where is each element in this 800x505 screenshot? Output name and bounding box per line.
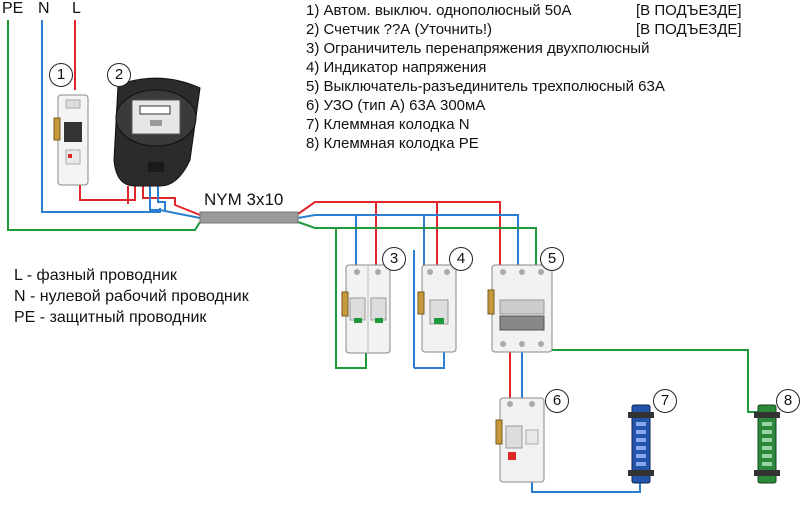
item-1-note: [В ПОДЪЕЗДЕ] xyxy=(636,2,742,19)
device-4-indicator xyxy=(417,264,457,353)
device-3-spd xyxy=(341,264,391,354)
item-2: 2) Счетчик ??А (Уточнить!) xyxy=(306,21,493,38)
l-wire-out xyxy=(297,201,501,265)
legend-n: N - нулевой рабочий проводник xyxy=(14,288,249,305)
pe-wire-out xyxy=(297,221,537,265)
item-2-note: [В ПОДЪЕЗДЕ] xyxy=(636,21,742,38)
item-8: 8) Клеммная колодка PE xyxy=(306,135,479,152)
item-4: 4) Индикатор напряжения xyxy=(306,59,487,76)
marker-2: 2 xyxy=(107,63,131,87)
legend-l: L - фазный проводник xyxy=(14,267,177,284)
device-7-n-terminal xyxy=(628,404,654,484)
n-out-6 xyxy=(531,480,641,493)
l-wire-breaker-meter xyxy=(79,180,136,201)
pe-tap-3 xyxy=(335,228,367,369)
n-wire-out xyxy=(297,214,519,265)
device-1-breaker xyxy=(53,94,89,186)
n-wire-meter-out xyxy=(149,186,201,219)
marker-5: 5 xyxy=(540,247,564,271)
pe-out-5 xyxy=(542,349,760,413)
item-5: 5) Выключатель-разъединитель трехполюсны… xyxy=(306,78,665,95)
device-6-rcd xyxy=(495,397,545,483)
legend-pe: PE - защитный проводник xyxy=(14,309,207,326)
n-return-4 xyxy=(414,352,445,369)
n-wire-meter-in xyxy=(157,186,166,212)
item-3: 3) Ограничитель перенапряжения двухполюс… xyxy=(306,40,650,57)
item-1: 1) Автом. выключ. однополюсный 50А xyxy=(306,2,572,19)
marker-1: 1 xyxy=(49,63,73,87)
marker-4: 4 xyxy=(449,247,473,271)
marker-8: 8 xyxy=(776,389,800,413)
marker-7: 7 xyxy=(653,389,677,413)
pe-wire-in xyxy=(7,20,201,231)
marker-3: 3 xyxy=(382,247,406,271)
cable-label: NYM 3x10 xyxy=(204,190,284,209)
label-pe: PE xyxy=(2,0,24,17)
device-5-disconnector xyxy=(487,264,553,353)
device-8-pe-terminal xyxy=(754,404,780,484)
item-6: 6) УЗО (тип А) 63А 300мА xyxy=(306,97,486,114)
label-l: L xyxy=(72,0,81,17)
marker-6: 6 xyxy=(545,389,569,413)
label-n: N xyxy=(38,0,50,17)
cable-body xyxy=(199,211,299,224)
item-7: 7) Клеммная колодка N xyxy=(306,116,470,133)
device-2-meter xyxy=(113,77,201,187)
l-wire-meter-out xyxy=(142,186,201,216)
